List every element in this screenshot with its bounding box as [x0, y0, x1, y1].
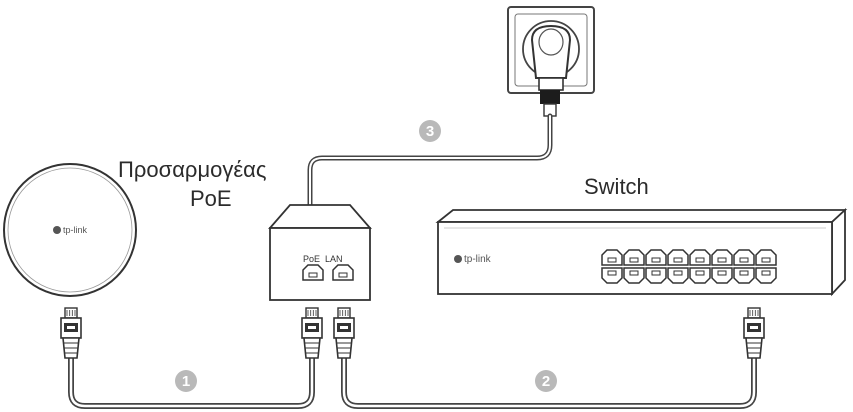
- power-cable-inner: [309, 115, 551, 206]
- step-number-1: 1: [182, 373, 190, 390]
- rj45-connector-icon: [743, 307, 765, 359]
- switch-logo: tp-link: [464, 254, 492, 265]
- rj45-connector-icon: [60, 307, 82, 359]
- adapter-poe-port: [302, 264, 324, 281]
- adapter-lan-port: [332, 264, 354, 281]
- step-marker-1: 1: [175, 370, 197, 392]
- step-marker-2: 2: [535, 370, 557, 392]
- switch-label: Switch: [584, 174, 649, 199]
- poe-injector-icon: PoE LAN: [268, 204, 372, 301]
- rj45-connector-icon: [333, 307, 355, 359]
- ethernet-cable-2: [341, 355, 757, 409]
- poe-adapter-label-line2: PoE: [190, 186, 232, 211]
- step-number-3: 3: [426, 123, 434, 140]
- step-marker-3: 3: [419, 120, 441, 142]
- port-label-lan: LAN: [325, 254, 343, 264]
- power-plug-icon: [530, 24, 572, 117]
- step-number-2: 2: [542, 373, 550, 390]
- access-point-logo: tp-link: [63, 225, 88, 235]
- rj45-connector-icon: [301, 307, 323, 359]
- ethernet-cable-1: [68, 355, 315, 409]
- ceiling-access-point-icon: tp-link: [3, 163, 137, 297]
- network-switch-icon: tp-link: [435, 207, 848, 297]
- poe-adapter-label-line1: Προσαρμογέας: [118, 157, 267, 182]
- port-label-poe: PoE: [303, 254, 320, 264]
